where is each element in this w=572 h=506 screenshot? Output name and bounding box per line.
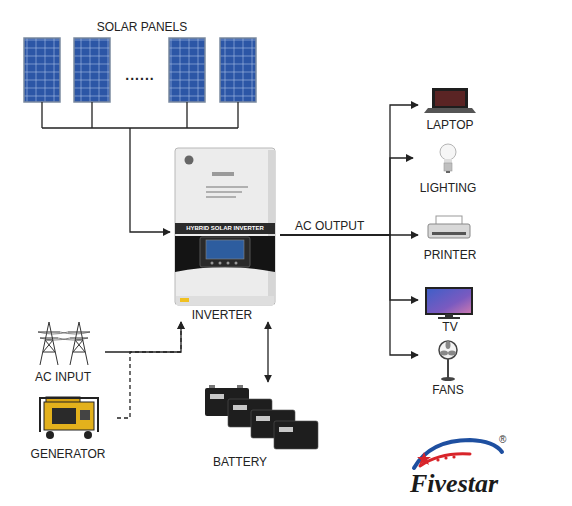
bulb-tip (446, 171, 450, 173)
tv: TV (418, 285, 482, 335)
load-label: LAPTOP (426, 118, 473, 132)
ellipsis-mark: ...... (125, 68, 154, 82)
warning-sticker (180, 298, 189, 302)
connector (117, 322, 181, 418)
tv-screen (426, 288, 472, 314)
logo-dot (452, 455, 455, 458)
fan-blade (448, 351, 456, 356)
battery (274, 421, 318, 449)
connector (267, 322, 268, 382)
generator-body (44, 402, 94, 430)
solar-panel (74, 38, 110, 102)
fan-blade (446, 341, 451, 349)
button (219, 262, 222, 265)
component-label: BATTERY (213, 455, 267, 469)
printer: PRINTER (418, 214, 482, 263)
grid-input: AC INPUT (25, 320, 105, 384)
solar-panel (24, 38, 60, 102)
control-band (175, 236, 275, 272)
logo-dot (436, 458, 439, 461)
brand-mark (212, 172, 234, 176)
logo-swoosh (420, 454, 470, 466)
connector (280, 158, 413, 235)
logo-swoosh (414, 440, 502, 468)
fine-print (206, 196, 236, 198)
bulb-glass (440, 144, 456, 160)
component-label: GENERATOR (31, 447, 106, 461)
power-lines (38, 332, 90, 340)
connector (130, 128, 170, 232)
logo-star (417, 452, 431, 465)
component-label: SOLAR PANELS (97, 20, 187, 34)
battery-label (233, 405, 247, 410)
fine-print (206, 186, 248, 188)
battery-bank: BATTERY (200, 382, 325, 470)
laptop: LAPTOP (418, 85, 482, 133)
connector (105, 322, 181, 352)
load-label: PRINTER (424, 248, 477, 262)
fine-print (206, 191, 242, 193)
solar-panel (220, 38, 256, 102)
device-title: HYBRID SOLAR INVERTER (186, 225, 264, 232)
battery-label (256, 416, 270, 421)
battery-label (279, 427, 293, 432)
panel-wiring (42, 102, 238, 128)
lighting: LIGHTING (413, 140, 483, 196)
fan-pole (447, 359, 449, 378)
component-label: AC INPUT (35, 370, 91, 384)
logo-dot (444, 456, 447, 459)
generator: GENERATOR (25, 392, 117, 462)
tv-stand (445, 314, 453, 317)
pylon (68, 322, 90, 365)
laptop-screen (432, 88, 468, 108)
lcd-screen (206, 240, 244, 259)
inverter-base (176, 296, 274, 305)
laptop-base (424, 108, 476, 113)
laptop-display (435, 91, 465, 106)
load-label: TV (442, 320, 457, 334)
fan-guard (439, 341, 457, 359)
button (211, 262, 214, 265)
control-panel (80, 410, 90, 420)
edge-label: AC OUTPUT (293, 219, 366, 233)
connector (280, 235, 418, 300)
solar-array: SOLAR PANELS...... (20, 18, 265, 128)
button (227, 262, 230, 265)
load-label: LIGHTING (420, 181, 477, 195)
fan-base (441, 377, 455, 381)
battery-label (210, 394, 224, 399)
wheel (84, 431, 92, 439)
connector (280, 235, 418, 355)
inverter-body (175, 148, 275, 305)
wifi-badge (185, 156, 194, 165)
fan-blade (440, 351, 448, 356)
printer-body (428, 224, 470, 238)
generator-frame (40, 398, 98, 432)
engine (52, 408, 76, 424)
brand-logo: Fivestar (410, 470, 498, 498)
registered-mark: ® (499, 434, 506, 445)
fan: FANS (418, 338, 482, 398)
button (235, 262, 238, 265)
load-label: FANS (432, 383, 463, 397)
printer-slot (432, 232, 466, 235)
component-label: INVERTER (192, 308, 252, 322)
panel-frame (200, 237, 250, 267)
pylon (38, 322, 60, 365)
wheel (46, 431, 54, 439)
tv-foot (438, 317, 460, 319)
solar-panel (169, 38, 205, 102)
bulb-neck (444, 159, 452, 163)
inverter: HYBRID SOLAR INVERTER INVERTER (170, 145, 280, 322)
bulb-base (444, 163, 452, 171)
connector (280, 105, 418, 235)
title-strip (175, 223, 275, 234)
